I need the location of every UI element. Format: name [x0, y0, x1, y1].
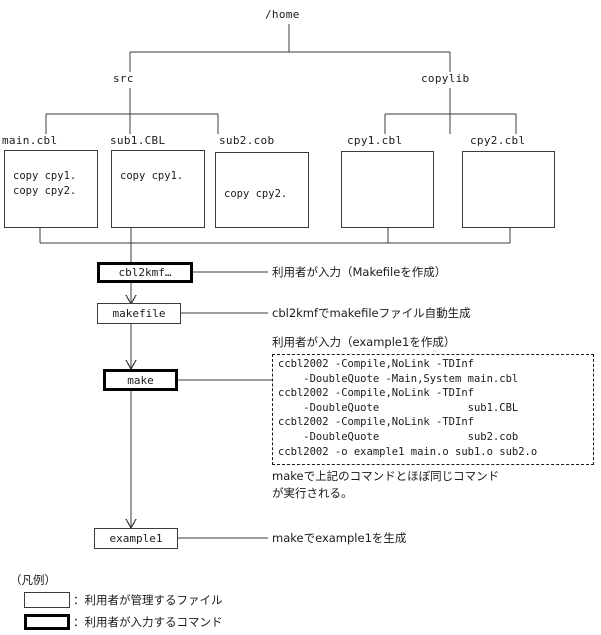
- command-line: -DoubleQuote sub2.cob: [278, 430, 519, 443]
- legend-item-command: ：利用者が入力するコマンド: [24, 614, 223, 630]
- file-label-cpy1-cbl: cpy1.cbl: [347, 134, 403, 147]
- annotation-make-note-line2: が実行される。: [272, 486, 353, 500]
- legend-item-file: ：利用者が管理するファイル: [24, 592, 223, 608]
- flow-step-cbl2kmf[interactable]: cbl2kmf…: [97, 262, 193, 283]
- file-label-main-cbl: main.cbl: [2, 134, 58, 147]
- file-label-sub2-cob: sub2.cob: [219, 134, 275, 147]
- file-box-sub2-cob[interactable]: copy cpy2.: [215, 152, 309, 228]
- legend-swatch-command: [24, 614, 70, 630]
- file-label-sub1-cbl: sub1.CBL: [110, 134, 166, 147]
- command-line: ccbl2002 -Compile,NoLink -TDInf: [278, 387, 474, 400]
- annotation-make-heading: 利用者が入力（example1を作成）: [272, 335, 456, 349]
- annotation-make-note-line1: makeで上記のコマンドとほぼ同じコマンド: [272, 469, 500, 483]
- command-line: ccbl2002 -Compile,NoLink -TDInf: [278, 358, 474, 370]
- command-line: ccbl2002 -o example1 main.o sub1.o sub2.…: [278, 445, 538, 458]
- legend-label-command: ：利用者が入力するコマンド: [73, 615, 223, 629]
- tree-dir-src-label: src: [113, 72, 134, 85]
- legend-swatch-file: [24, 592, 70, 608]
- file-box-main-cbl[interactable]: copy cpy1. copy cpy2.: [4, 150, 98, 228]
- tree-dir-copylib-label: copylib: [421, 72, 470, 85]
- annotation-example1: makeでexample1を生成: [272, 531, 407, 545]
- file-box-sub1-cbl-content: copy cpy1.: [120, 170, 184, 182]
- flow-step-make[interactable]: make: [103, 369, 178, 391]
- legend-label-file: ：利用者が管理するファイル: [73, 593, 223, 607]
- command-line: ccbl2002 -Compile,NoLink -TDInf: [278, 416, 474, 429]
- flow-step-example1[interactable]: example1: [94, 528, 178, 549]
- tree-root-label: /home: [265, 8, 300, 21]
- legend-title: （凡例）: [10, 573, 56, 587]
- annotation-makefile: cbl2kmfでmakefileファイル自動生成: [272, 306, 471, 320]
- file-box-sub1-cbl[interactable]: copy cpy1.: [111, 150, 205, 228]
- command-block: ccbl2002 -Compile,NoLink -TDInf -DoubleQ…: [272, 354, 594, 465]
- file-box-cpy1-cbl[interactable]: [341, 151, 434, 228]
- file-box-cpy2-cbl[interactable]: [462, 151, 555, 228]
- file-label-cpy2-cbl: cpy2.cbl: [470, 134, 526, 147]
- annotation-cbl2kmf: 利用者が入力（Makefileを作成）: [272, 265, 447, 279]
- command-line: -DoubleQuote -Main,System main.cbl: [278, 372, 519, 385]
- command-line: -DoubleQuote sub1.CBL: [278, 401, 519, 414]
- file-box-sub2-cob-content: copy cpy2.: [224, 188, 288, 200]
- file-box-main-cbl-content: copy cpy1. copy cpy2.: [13, 170, 77, 197]
- flow-step-makefile[interactable]: makefile: [97, 303, 181, 324]
